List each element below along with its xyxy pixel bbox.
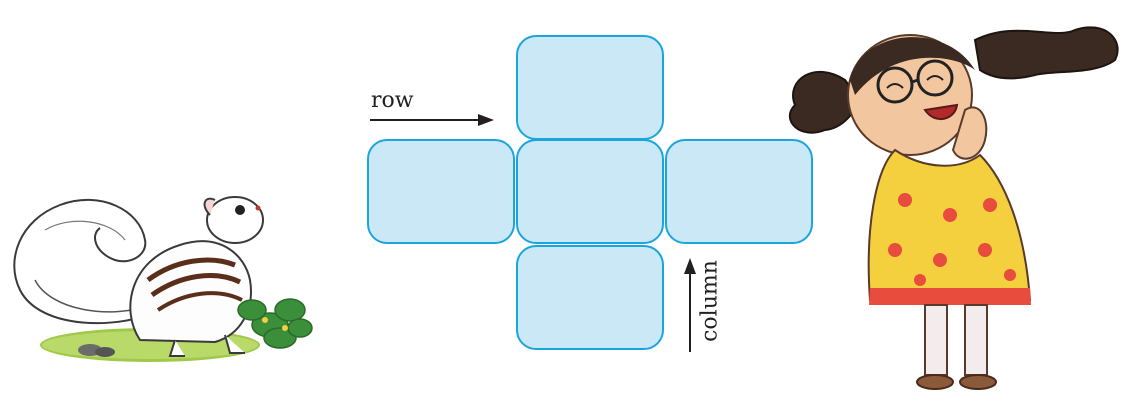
- squirrel-illustration: [13, 196, 313, 362]
- column-label: column: [697, 255, 723, 347]
- grid-cell-top: [516, 35, 664, 140]
- column-arrow: [684, 258, 696, 352]
- grid-cell-center: [516, 139, 664, 244]
- grid-cell-left: [367, 139, 515, 244]
- grid-cell-bottom: [516, 245, 664, 350]
- grid-cell-right: [665, 139, 813, 244]
- girl-illustration: [788, 26, 1119, 390]
- row-arrow: [370, 114, 494, 126]
- row-label: row: [371, 88, 414, 113]
- column-label-text: column: [697, 260, 723, 342]
